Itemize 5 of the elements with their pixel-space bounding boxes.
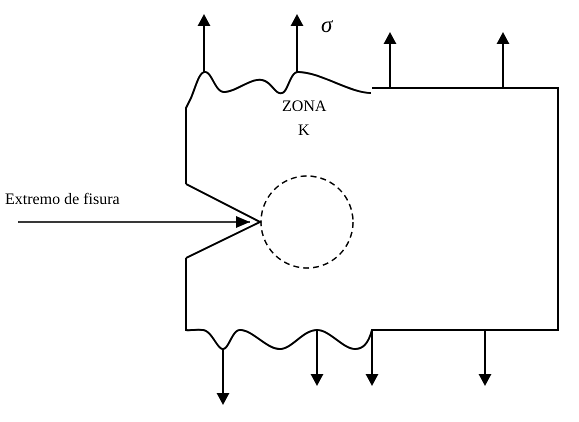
stress-symbol: σ <box>321 12 332 38</box>
k-zone-circle <box>260 175 354 269</box>
crack-tip-label: Extremo de fisura <box>5 190 120 221</box>
zone-label: ZONA K <box>282 97 326 141</box>
leader-arrow <box>18 216 250 228</box>
